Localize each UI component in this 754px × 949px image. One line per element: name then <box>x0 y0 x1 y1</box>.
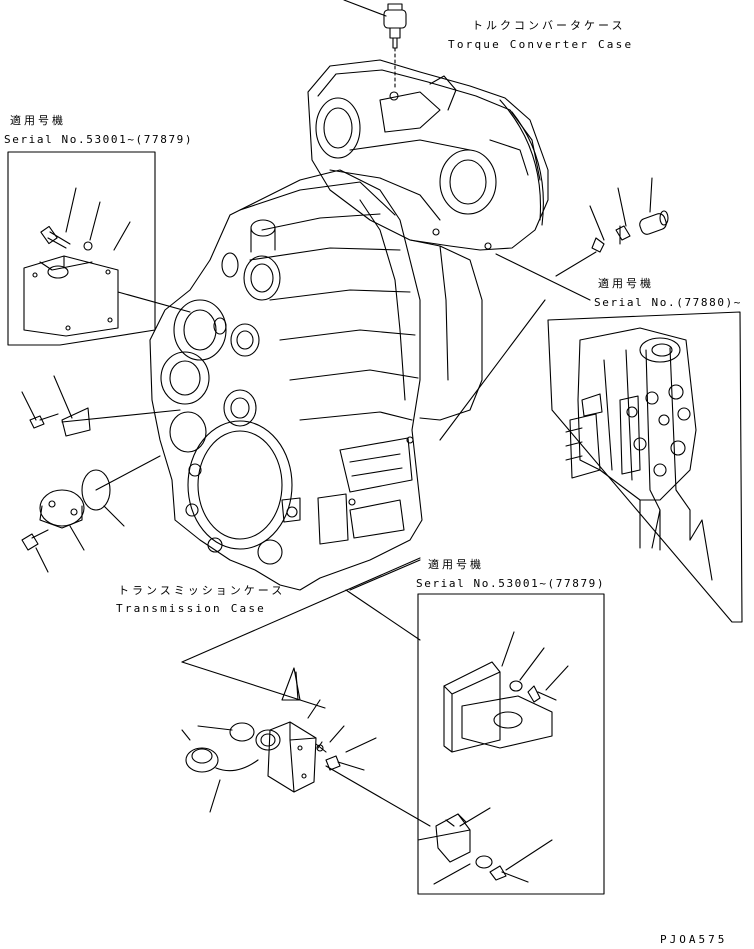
pressure-switch <box>344 0 406 90</box>
torque-converter-case-label-jp: トルクコンバータケース <box>472 19 626 32</box>
serial-bottom-label-jp: 適用号機 <box>428 558 484 571</box>
torque-converter-case <box>308 60 548 250</box>
torque-converter-case-label: Torque Converter Case <box>448 38 634 51</box>
transmission-case-label-jp: トランスミッションケース <box>118 584 286 597</box>
left-small-parts <box>22 376 180 572</box>
transmission-case-label: Transmission Case <box>116 602 266 615</box>
serial-box-top-left <box>8 152 190 345</box>
serial-top-left-label: Serial No.53001~(77879) <box>4 133 194 146</box>
serial-box-right <box>440 300 742 622</box>
serial-top-left-label-jp: 適用号機 <box>10 114 66 127</box>
transmission-case <box>150 170 482 590</box>
upper-right-small-parts <box>496 178 668 300</box>
serial-bottom-label: Serial No.53001~(77879) <box>416 577 606 590</box>
serial-right-label-jp: 適用号機 <box>598 277 654 290</box>
serial-box-bottom <box>418 594 604 894</box>
drawing-code: PJOA575 <box>660 933 728 946</box>
bottom-left-parts <box>182 668 376 812</box>
leader-lines <box>182 558 430 826</box>
serial-right-label: Serial No.(77880)~ <box>594 296 743 309</box>
